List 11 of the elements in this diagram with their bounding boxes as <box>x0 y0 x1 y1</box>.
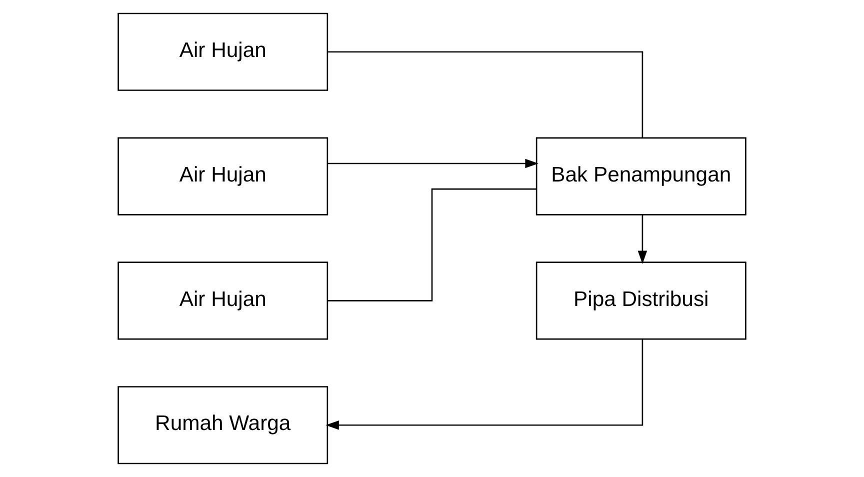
node-box: Bak Penampungan <box>536 137 746 216</box>
connector <box>327 188 537 302</box>
arrow <box>326 339 644 430</box>
connector <box>328 51 644 138</box>
node-box: Air Hujan <box>118 137 328 216</box>
node-box: Pipa Distribusi <box>536 262 746 340</box>
node-box: Air Hujan <box>118 262 328 340</box>
arrow <box>638 214 648 264</box>
node-box: Rumah Warga <box>118 386 328 464</box>
node-box: Air Hujan <box>118 12 328 91</box>
arrow <box>328 158 538 168</box>
